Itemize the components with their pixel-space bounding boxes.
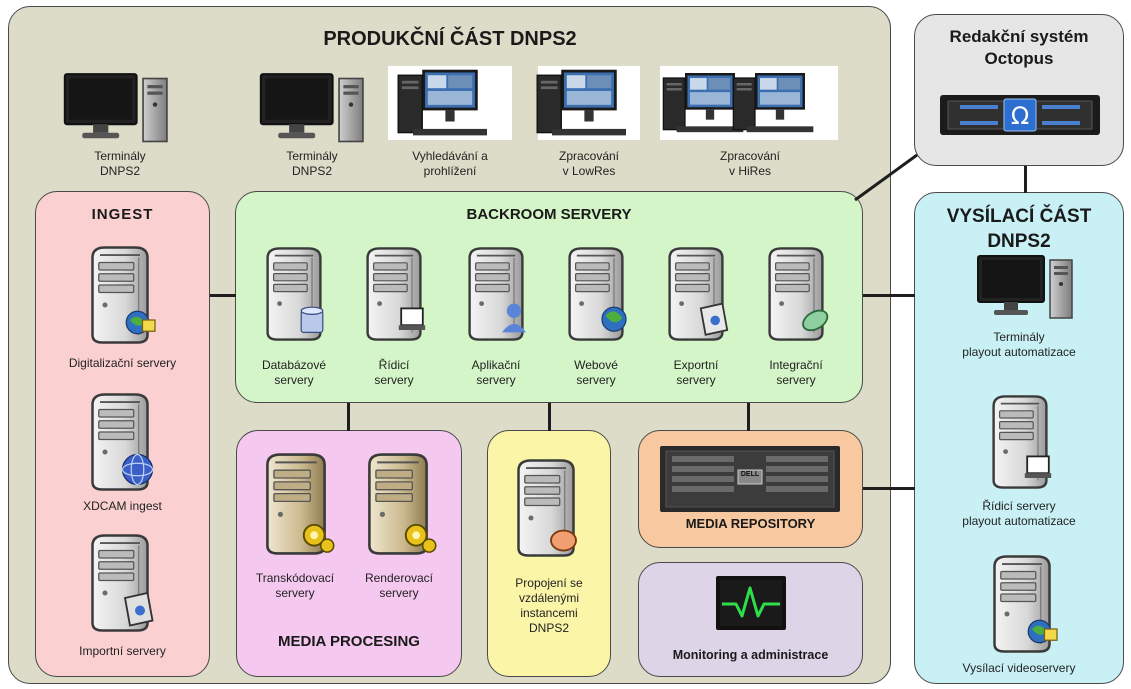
application-server-icon <box>468 247 526 341</box>
playout-control-server-icon <box>992 395 1052 489</box>
monitoring-title: Monitoring a administrace <box>672 648 829 662</box>
omega-server-icon: Ω <box>940 95 1100 135</box>
repository-title: MEDIA REPOSITORY <box>685 516 816 531</box>
octopus-panel <box>914 14 1124 166</box>
connector-ingest-backroom <box>210 294 236 297</box>
connector-octopus-broadcast <box>1024 166 1027 193</box>
ingest-item-1-label: Digitalizační servery <box>68 356 177 370</box>
svg-text:Ω: Ω <box>1011 102 1029 130</box>
dell-brand-text: DELL <box>740 471 760 478</box>
production-title: PRODUKČNÍ ČÁST DNPS2 <box>323 28 577 50</box>
lowres-workstation-photo <box>536 66 640 140</box>
transcoding-server-icon <box>266 453 335 555</box>
connector-backroom-broadcast <box>863 294 915 297</box>
ingest-item-3-label: Importní servery <box>79 644 166 658</box>
connector-backroom-repository <box>747 403 750 431</box>
monitoring-pulse-icon <box>716 576 786 630</box>
database-server-icon <box>266 247 324 341</box>
integration-server-icon <box>768 247 829 341</box>
digitization-server-icon <box>91 246 156 344</box>
xdcam-server-icon <box>91 393 154 491</box>
connector-backroom-mediaproc <box>347 403 350 431</box>
connector-repository-broadcast <box>863 487 915 490</box>
web-server-icon <box>568 247 627 341</box>
terminal-monitor-icon <box>259 73 365 143</box>
import-server-icon <box>91 534 154 632</box>
broadcast-videoserver-icon <box>993 555 1058 653</box>
mediaproc-title: MEDIA PROCESING <box>278 633 420 650</box>
broadcast-item-3-label: Vysílací videoservery <box>962 661 1076 675</box>
terminal-monitor-icon <box>63 73 169 143</box>
backroom-panel <box>235 191 863 403</box>
remote-server-icon <box>517 459 577 557</box>
backroom-title: BACKROOM SERVERY <box>466 206 632 223</box>
ingest-item-2-label: XDCAM ingest <box>83 499 162 513</box>
connector-backroom-remote <box>548 403 551 431</box>
rendering-server-icon <box>368 453 437 555</box>
export-server-icon <box>668 247 729 341</box>
control-server-icon <box>366 247 426 341</box>
ingest-title: INGEST <box>91 206 154 223</box>
playout-terminal-icon <box>977 255 1073 319</box>
search-workstation-photo <box>388 66 512 140</box>
storage-array-icon <box>660 446 840 512</box>
hires-workstation-photo <box>660 66 838 140</box>
